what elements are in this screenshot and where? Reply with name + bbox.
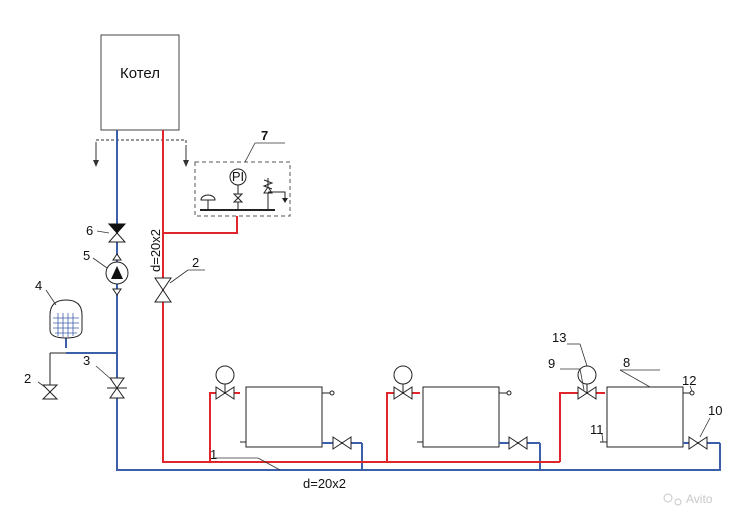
air-vent	[689, 390, 695, 396]
riser-diameter-label: d=20x2	[148, 229, 163, 272]
main-diameter-label: d=20x2	[303, 476, 346, 491]
safety-group: PI	[194, 161, 291, 217]
return-pipe	[65, 130, 721, 471]
callouts: 1 2 2 3 4 5 6 7 8 9 10 11 12 13	[24, 128, 722, 462]
radiator-1	[215, 365, 362, 450]
supply-main	[162, 130, 560, 463]
thermostatic-head	[577, 365, 597, 385]
callout-5: 5	[83, 248, 90, 263]
valve-6[interactable]	[107, 223, 127, 243]
radiator-3	[577, 365, 720, 450]
callout-12: 12	[682, 373, 696, 388]
leader-lines	[37, 142, 711, 471]
boiler-label: Котел	[120, 65, 160, 82]
return-main	[116, 130, 721, 471]
watermark: Avito	[663, 492, 713, 506]
watermark-text: Avito	[686, 492, 713, 506]
callout-9: 9	[548, 356, 555, 371]
boiler: Котел	[100, 34, 180, 131]
callout-2-riser: 2	[192, 255, 199, 270]
gauge-label: PI	[232, 169, 244, 184]
valve-3[interactable]	[107, 377, 127, 399]
drain-branch	[49, 352, 66, 385]
callout-10: 10	[708, 403, 722, 418]
expansion-tank	[49, 299, 83, 339]
callout-8: 8	[623, 355, 630, 370]
callout-2-drain: 2	[24, 371, 31, 386]
boiler-drain-arrows	[93, 139, 189, 167]
callout-3: 3	[83, 353, 90, 368]
valve-2-riser[interactable]	[154, 277, 172, 303]
callout-1: 1	[210, 447, 217, 462]
callout-6: 6	[86, 223, 93, 238]
circulation-pump[interactable]	[105, 253, 129, 296]
callout-11: 11	[590, 422, 604, 437]
valve-2-left[interactable]	[41, 384, 59, 400]
callout-13: 13	[552, 330, 566, 345]
callout-7: 7	[261, 128, 268, 143]
supply-pipe	[162, 130, 605, 463]
radiator-2	[393, 365, 540, 450]
callout-4: 4	[35, 278, 42, 293]
